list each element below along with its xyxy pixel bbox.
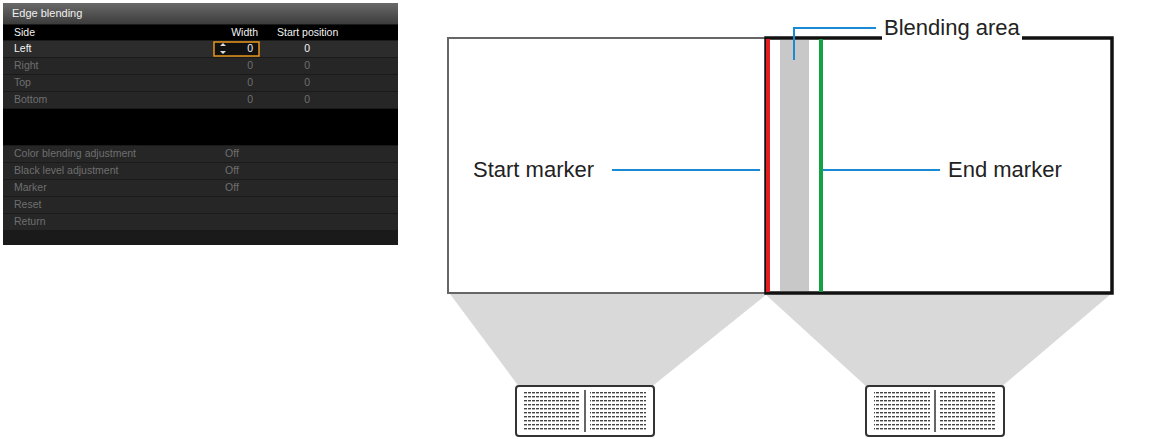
column-header: Start position (277, 27, 338, 39)
table-cell: 0 (247, 77, 253, 89)
menu-item: Return (14, 216, 46, 228)
callout-label: Start marker (471, 158, 596, 182)
menu-title: Edge blending (12, 7, 82, 19)
menu-value: Off (225, 182, 239, 194)
column-header: Width (231, 27, 258, 39)
callout-label: End marker (946, 158, 1064, 182)
projector (516, 386, 654, 436)
table-cell: 0 (247, 43, 253, 55)
menu-value: Off (225, 148, 239, 160)
table-cell: Right (14, 60, 39, 72)
table-cell: 0 (304, 94, 310, 106)
callout-label: Blending area (882, 16, 1022, 40)
menu-panel (3, 3, 398, 245)
column-header: Side (14, 27, 35, 39)
table-cell: 0 (304, 60, 310, 72)
table-cell: 0 (304, 77, 310, 89)
menu-item: Black level adjustment (14, 165, 118, 177)
menu-item: Reset (14, 199, 41, 211)
menu-value: Off (225, 165, 239, 177)
table-cell: 0 (304, 43, 310, 55)
table-cell: Left (14, 43, 32, 55)
table-cell: Bottom (14, 94, 47, 106)
menu-item: Color blending adjustment (14, 148, 136, 160)
table-cell: 0 (247, 60, 253, 72)
table-cell: Top (14, 77, 31, 89)
projector (866, 386, 1004, 436)
table-cell: 0 (247, 94, 253, 106)
menu-item: Marker (14, 182, 47, 194)
